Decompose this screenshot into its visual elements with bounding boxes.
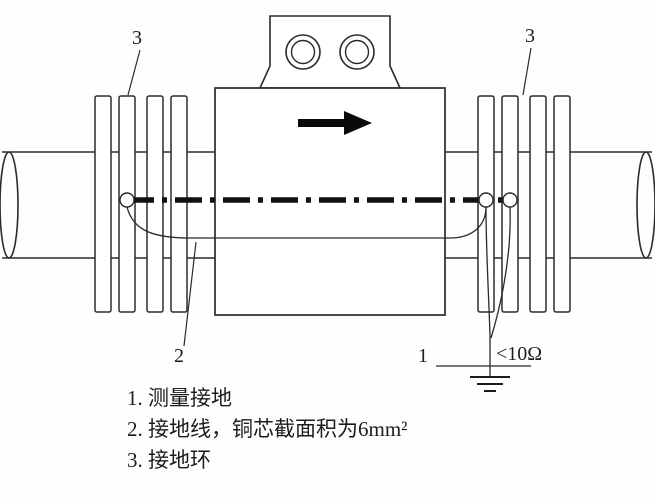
legend-item-2: 2. 接地线，铜芯截面积为6mm² — [127, 417, 407, 441]
callout-3-right: 3 — [525, 25, 535, 47]
right-ground-wire-2 — [490, 206, 511, 339]
legend-item-1: 1. 测量接地 — [127, 386, 232, 410]
junction-box-outline — [258, 15, 402, 89]
grounding-wire-under-body — [126, 206, 487, 239]
left-pipe-end-cap — [0, 151, 19, 259]
right-pipe-end-cap — [636, 151, 655, 259]
junction-box — [258, 15, 402, 89]
legend: 1. 测量接地 2. 接地线，铜芯截面积为6mm² 3. 接地环 — [127, 386, 407, 472]
left-ground-node — [119, 192, 135, 208]
leader-3-left — [127, 49, 141, 96]
callout-3-left: 3 — [132, 27, 142, 49]
legend-item-3: 3. 接地环 — [127, 448, 211, 472]
leader-2 — [183, 241, 197, 347]
right-pipe — [445, 151, 655, 259]
right-flange-plate-3 — [553, 95, 571, 313]
left-flange-plate-3 — [170, 95, 188, 313]
callout-1: 1 — [418, 345, 428, 367]
right-ground-node-1 — [478, 192, 494, 208]
grounding-wires — [126, 206, 531, 376]
right-ground-node-2 — [502, 192, 518, 208]
callout-leaders — [127, 47, 532, 347]
flow-arrow-head — [344, 111, 372, 135]
left-flange-plate-2 — [146, 95, 164, 313]
flow-arrow-shaft — [298, 119, 346, 127]
cable-gland-right-inner — [344, 39, 370, 65]
leader-3-right — [522, 47, 532, 96]
left-flange-plate-1 — [94, 95, 112, 313]
flow-arrow — [298, 111, 372, 135]
resistance-label: <10Ω — [496, 343, 542, 365]
right-ground-wire-1 — [485, 206, 491, 337]
cable-gland-left-inner — [290, 39, 316, 65]
left-grounding-rings — [94, 95, 188, 313]
right-flange-plate-2 — [529, 95, 547, 313]
callout-2: 2 — [174, 345, 184, 367]
earth-ground-symbol — [470, 376, 510, 392]
